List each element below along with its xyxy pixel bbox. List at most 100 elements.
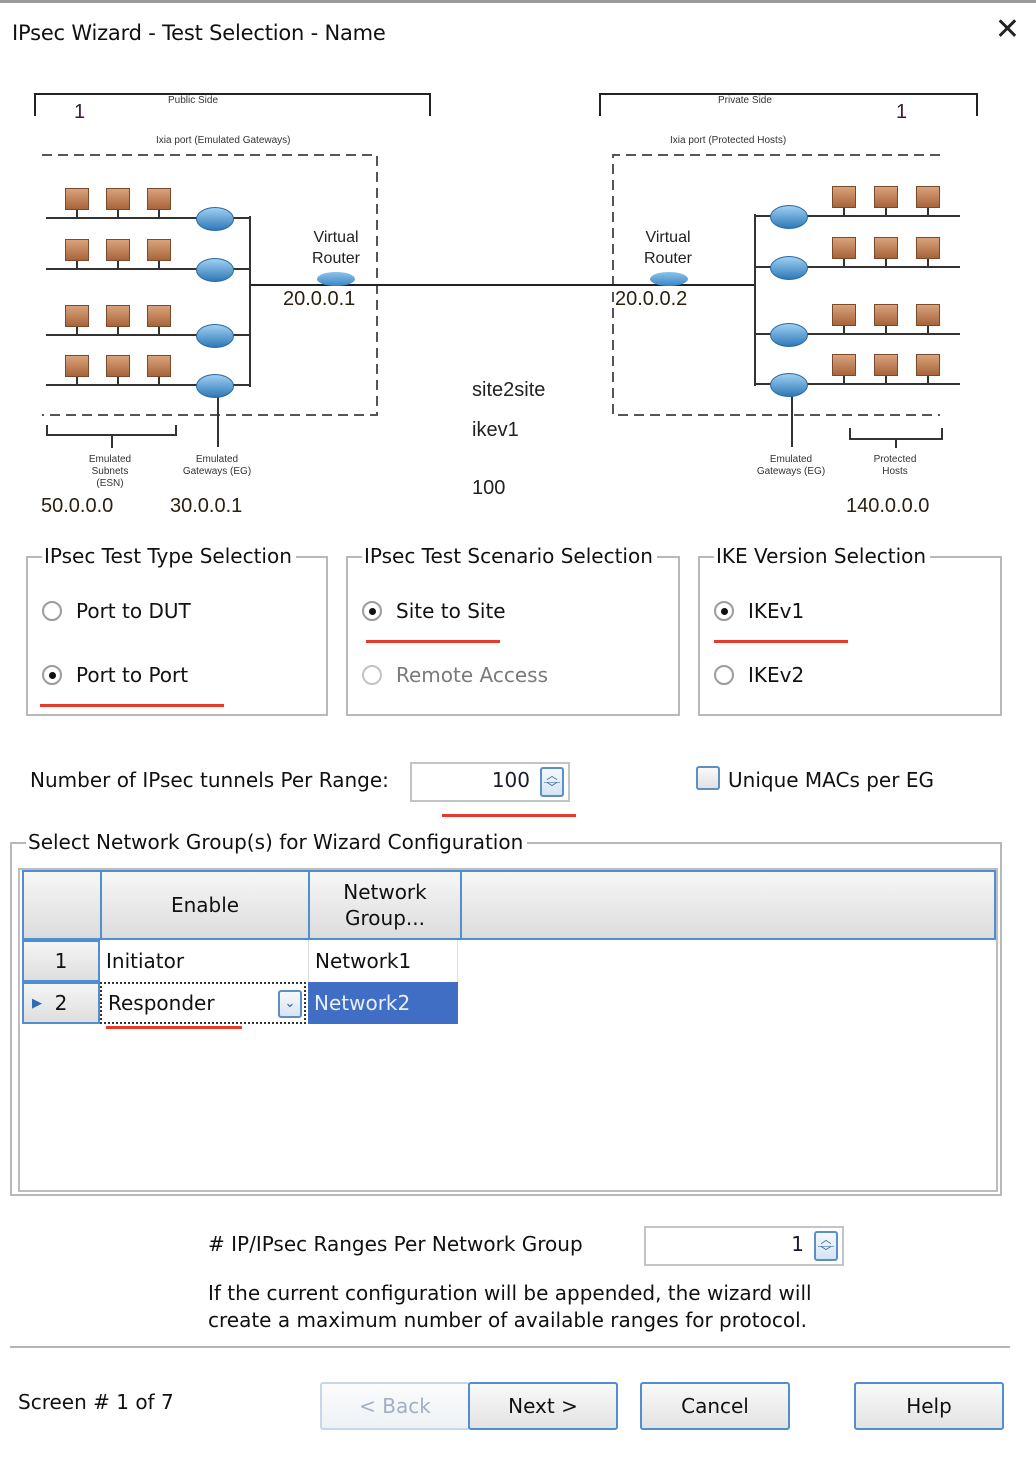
radio-label: Port to DUT [76, 599, 191, 623]
cancel-button[interactable]: Cancel [640, 1382, 790, 1430]
router-icon [196, 258, 234, 282]
hosts-ip: 140.0.0.0 [846, 495, 930, 517]
router-icon [196, 207, 234, 231]
header-enable[interactable]: Enable [102, 872, 310, 938]
scenario-summary: site2site [472, 379, 546, 401]
row-index: 1 [54, 949, 68, 973]
router-icon [770, 323, 808, 347]
annotation-underline [366, 640, 500, 643]
radio-icon [42, 601, 62, 621]
host-icon [65, 188, 89, 210]
enable-value: Responder [108, 991, 215, 1015]
row-header[interactable]: 1 [22, 940, 100, 982]
left-port-label: Ixia port (Emulated Gateways) [156, 135, 291, 146]
row-index: 2 [54, 991, 68, 1015]
host-icon [65, 305, 89, 327]
annotation-underline [106, 1026, 242, 1029]
radio-port-to-port[interactable]: Port to Port [42, 663, 188, 687]
enable-dropdown[interactable]: Responder ⌄ [100, 982, 306, 1024]
network-groups-title: Select Network Group(s) for Wizard Confi… [26, 830, 528, 854]
annotation-underline [442, 814, 576, 817]
test-type-title: IPsec Test Type Selection [42, 544, 296, 568]
right-lan-lines [754, 214, 960, 386]
right-router-ip: 20.0.0.2 [615, 288, 688, 310]
host-icon [874, 304, 898, 326]
public-side-label: Public Side [168, 95, 219, 106]
radio-ikev1[interactable]: IKEv1 [714, 599, 804, 623]
right-hosts-label: Protected Hosts [873, 454, 917, 477]
network-groups-group: Select Network Group(s) for Wizard Confi… [10, 830, 1002, 1196]
public-side-bracket [34, 93, 431, 116]
window-title: IPsec Wizard - Test Selection - Name [12, 21, 386, 45]
title-bar: IPsec Wizard - Test Selection - Name ✕ [0, 3, 1036, 63]
radio-label: IKEv2 [748, 663, 805, 687]
help-button[interactable]: Help [854, 1382, 1004, 1430]
topology-diagram: Public Side 1 Ixia port (Emulated Gatewa… [10, 82, 1010, 522]
right-gateways-label: Emulated Gateways (EG) [756, 454, 826, 477]
row-header[interactable]: ▶ 2 [22, 982, 100, 1024]
chevron-down-icon[interactable]: ﹀ [546, 781, 558, 794]
subnet-ip: 50.0.0.0 [41, 495, 114, 517]
private-side-bracket [599, 93, 978, 116]
annotation-underline [40, 704, 224, 707]
host-icon [147, 355, 171, 377]
ranges-stepper-buttons[interactable]: ︿ ﹀ [814, 1231, 838, 1261]
ranges-value: 1 [791, 1232, 804, 1256]
gateway-ip: 30.0.0.1 [170, 495, 243, 517]
router-icon [770, 373, 808, 397]
radio-selected-icon [714, 601, 734, 621]
left-router-label: Virtual Router [311, 229, 361, 267]
tunnels-stepper-buttons[interactable]: ︿ ﹀ [540, 767, 564, 797]
host-icon [832, 186, 856, 208]
tunnels-spinner[interactable]: 100 ︿ ﹀ [410, 762, 570, 802]
topology-drawing [34, 93, 978, 448]
back-button[interactable]: < Back [320, 1382, 470, 1430]
tunnels-summary: 100 [472, 477, 506, 499]
radio-ikev2[interactable]: IKEv2 [714, 663, 804, 687]
hosts-bracket [849, 428, 943, 448]
host-icon [65, 355, 89, 377]
host-icon [916, 304, 940, 326]
host-icon [106, 355, 130, 377]
next-button[interactable]: Next > [468, 1382, 618, 1430]
router-icon [196, 324, 234, 348]
radio-port-to-dut[interactable]: Port to DUT [42, 599, 191, 623]
tunnels-label: Number of IPsec tunnels Per Range: [30, 768, 389, 792]
radio-site-to-site[interactable]: Site to Site [362, 599, 506, 623]
host-icon [147, 239, 171, 261]
scenario-group: IPsec Test Scenario Selection [346, 544, 680, 716]
chevron-up-icon[interactable]: ︿ [820, 1233, 832, 1246]
unique-macs-checkbox[interactable] [696, 766, 720, 790]
radio-selected-icon [362, 601, 382, 621]
radio-icon [362, 665, 382, 685]
tunnels-value: 100 [491, 768, 530, 792]
right-router-label: Virtual Router [643, 229, 693, 267]
chevron-down-icon[interactable]: ﹀ [820, 1245, 832, 1258]
header-network-group[interactable]: Network Group... [310, 872, 462, 938]
router-icon [770, 205, 808, 229]
router-icon [196, 374, 234, 398]
current-row-icon: ▶ [32, 995, 42, 1011]
footer-divider [10, 1346, 1010, 1348]
network-group-cell-selected[interactable]: Network2 [308, 982, 458, 1024]
ike-summary: ikev1 [472, 419, 519, 441]
ike-version-group: IKE Version Selection [698, 544, 1002, 716]
radio-remote-access[interactable]: Remote Access [362, 663, 548, 687]
close-icon[interactable]: ✕ [994, 12, 1020, 47]
header-row-number [24, 872, 102, 938]
grid-header: Enable Network Group... [22, 870, 996, 940]
host-icon [916, 237, 940, 259]
network-group-cell[interactable]: Network1 [308, 940, 458, 982]
host-icon [106, 188, 130, 210]
note-line: create a maximum number of available ran… [208, 1308, 807, 1332]
unique-macs-label: Unique MACs per EG [728, 768, 934, 792]
annotation-underline [714, 640, 848, 643]
ranges-spinner[interactable]: 1 ︿ ﹀ [644, 1226, 844, 1266]
radio-label: Port to Port [76, 663, 189, 687]
chevron-up-icon[interactable]: ︿ [546, 769, 558, 782]
enable-cell[interactable]: Initiator [106, 949, 185, 973]
chevron-down-icon[interactable]: ⌄ [278, 990, 302, 1018]
left-lan-lines [46, 216, 251, 387]
test-type-group: IPsec Test Type Selection [26, 544, 328, 716]
radio-icon [714, 665, 734, 685]
